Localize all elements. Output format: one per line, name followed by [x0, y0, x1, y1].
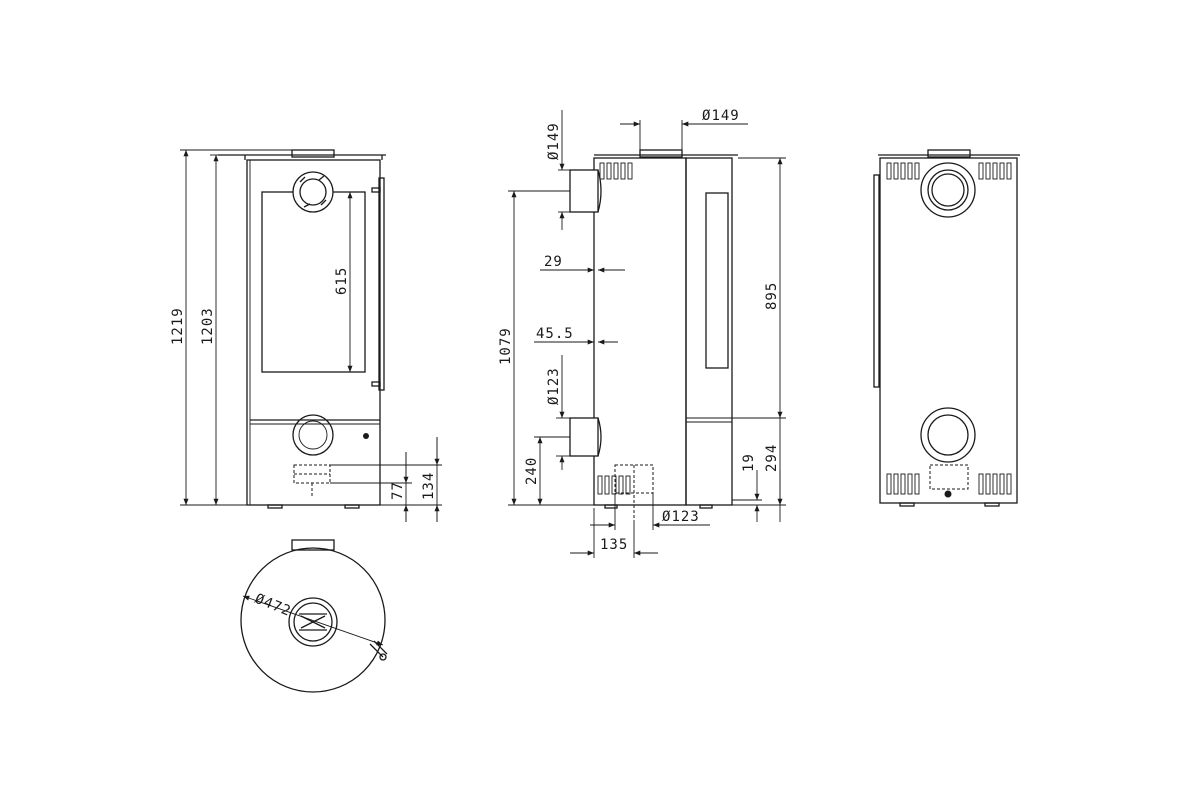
- diameter-symbol: Ø: [662, 509, 671, 525]
- rear-bottom-vents: [886, 473, 1012, 495]
- diameter-value: 149: [546, 122, 562, 150]
- side-top-vents: [599, 162, 633, 180]
- side-bottom-vents: [597, 475, 631, 495]
- dim-side-height: 895: [764, 282, 780, 310]
- dim-lower-inlet-center: 77: [390, 481, 406, 500]
- top-flue-gear-icon: [292, 171, 334, 213]
- dim-base-small: 19: [741, 453, 757, 472]
- dim-rear-inlet-offset: 45.5: [536, 326, 574, 342]
- diameter-symbol: Ø: [702, 108, 711, 124]
- dim-body-diameter: Ø472: [253, 591, 294, 620]
- dim-bottom-inlet-offset: 135: [600, 537, 628, 553]
- dim-window-height: 615: [334, 267, 350, 295]
- diameter-value: 123: [671, 509, 699, 525]
- dim-lower-inlet-top: 134: [421, 472, 437, 500]
- diameter-value: 149: [711, 108, 739, 124]
- dim-rear-flue-height: 1079: [498, 327, 514, 365]
- dim-rear-inlet-diameter: Ø123: [546, 367, 562, 405]
- dim-base-height: 294: [764, 444, 780, 472]
- diameter-symbol: Ø: [546, 151, 562, 160]
- top-view: Ø472: [240, 539, 388, 693]
- side-view: Ø149 Ø149 29 1079 45.5 Ø123 240: [498, 108, 786, 558]
- dim-body-height: 1203: [200, 307, 216, 345]
- diameter-value: 123: [546, 367, 562, 395]
- diameter-symbol: Ø: [546, 396, 562, 405]
- rear-top-vents: [886, 162, 1012, 180]
- dim-bottom-inlet-diameter: Ø123: [662, 509, 700, 525]
- front-view: 1219 1203 615 77 134: [170, 149, 442, 522]
- dim-top-flue-diameter: Ø149: [702, 108, 740, 124]
- dim-rear-flue-offset: 29: [544, 254, 563, 270]
- dim-rear-flue-diameter: Ø149: [546, 122, 562, 160]
- rear-view: [873, 149, 1020, 507]
- dim-rear-inlet-height: 240: [524, 457, 540, 485]
- dim-total-height: 1219: [170, 307, 186, 345]
- diameter-value: 472: [261, 594, 293, 619]
